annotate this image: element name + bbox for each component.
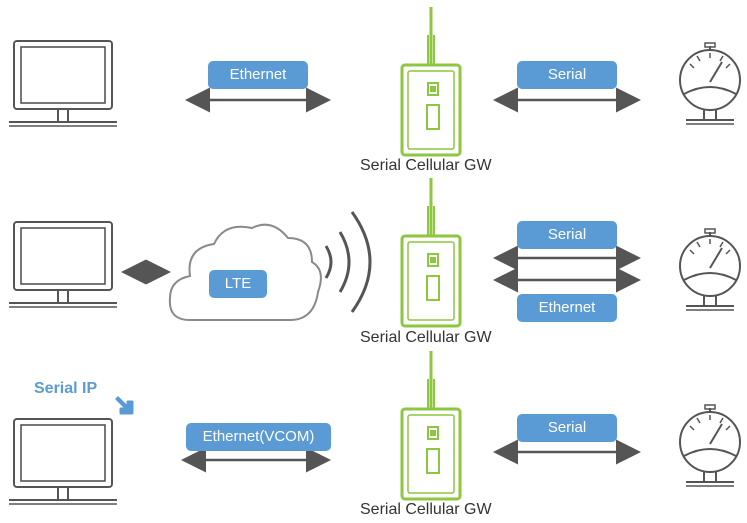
pressure-gauge-icon	[679, 404, 741, 487]
computer-monitor-icon	[8, 418, 118, 505]
computer-monitor-icon	[8, 221, 118, 308]
signal-waves-icon	[324, 211, 372, 313]
serial-link-label: Serial	[517, 414, 617, 442]
gateway-device-icon	[400, 176, 462, 328]
pressure-gauge-icon	[679, 228, 741, 311]
gateway-caption: Serial Cellular GW	[360, 157, 492, 174]
ethernet-vcom-link-label: Ethernet(VCOM)	[186, 423, 331, 451]
gateway-caption: Serial Cellular GW	[360, 329, 492, 346]
gateway-caption: Serial Cellular GW	[360, 501, 492, 518]
serial-link-label: Serial	[517, 221, 617, 249]
lte-cloud-label: LTE	[209, 270, 267, 298]
serial-ip-callout: Serial IP	[34, 380, 98, 397]
gateway-device-icon	[400, 349, 462, 501]
computer-monitor-icon	[8, 40, 118, 127]
gateway-device-icon	[400, 5, 462, 157]
serial-link-label: Serial	[517, 61, 617, 89]
pressure-gauge-icon	[679, 42, 741, 125]
ethernet-link-label: Ethernet	[517, 294, 617, 322]
ethernet-link-label: Ethernet	[208, 61, 308, 89]
callout-arrow-icon	[115, 396, 134, 415]
